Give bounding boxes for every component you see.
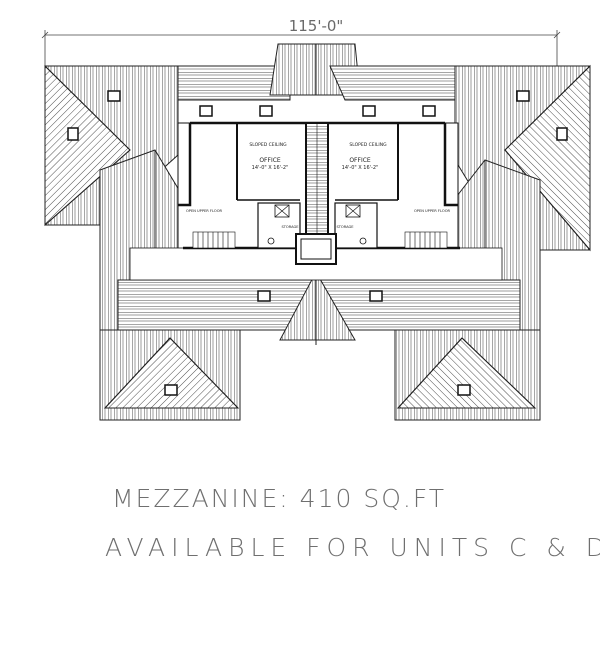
office-right-name: OFFICE	[349, 157, 371, 164]
office-left-name: OFFICE	[259, 157, 281, 164]
roof-center-lower-gable	[279, 270, 356, 341]
storage-right-label: STORAGE	[336, 225, 354, 229]
mezzanine-interior	[129, 121, 503, 281]
office-right-size: 14'-0" X 16'-2"	[342, 165, 379, 171]
sloped-ceiling-right-label: SLOPED CEILING	[349, 142, 387, 148]
office-left-size: 14'-0" X 16'-2"	[252, 165, 289, 171]
open-upper-floor-left-label: OPEN UPPER FLOOR	[186, 209, 223, 213]
storage-left-label: STORAGE	[281, 225, 299, 229]
mezzanine-area-caption: MEZZANINE: 410 SQ.FT	[112, 484, 447, 513]
overall-width-label: 115'-0"	[289, 17, 344, 35]
roof-left-top-strip	[130, 65, 291, 101]
dimension-line	[41, 30, 561, 66]
stair-left	[192, 231, 236, 249]
availability-caption: AVAILABLE FOR UNITS C & D	[105, 533, 600, 562]
roof-right-top-strip	[329, 65, 471, 101]
room-labels: SLOPED CEILING OFFICE 14'-0" X 16'-2" SL…	[186, 142, 451, 229]
stair-right	[404, 231, 448, 249]
skylights	[67, 90, 568, 396]
open-upper-floor-right-label: OPEN UPPER FLOOR	[414, 209, 451, 213]
sloped-ceiling-left-label: SLOPED CEILING	[249, 142, 287, 148]
